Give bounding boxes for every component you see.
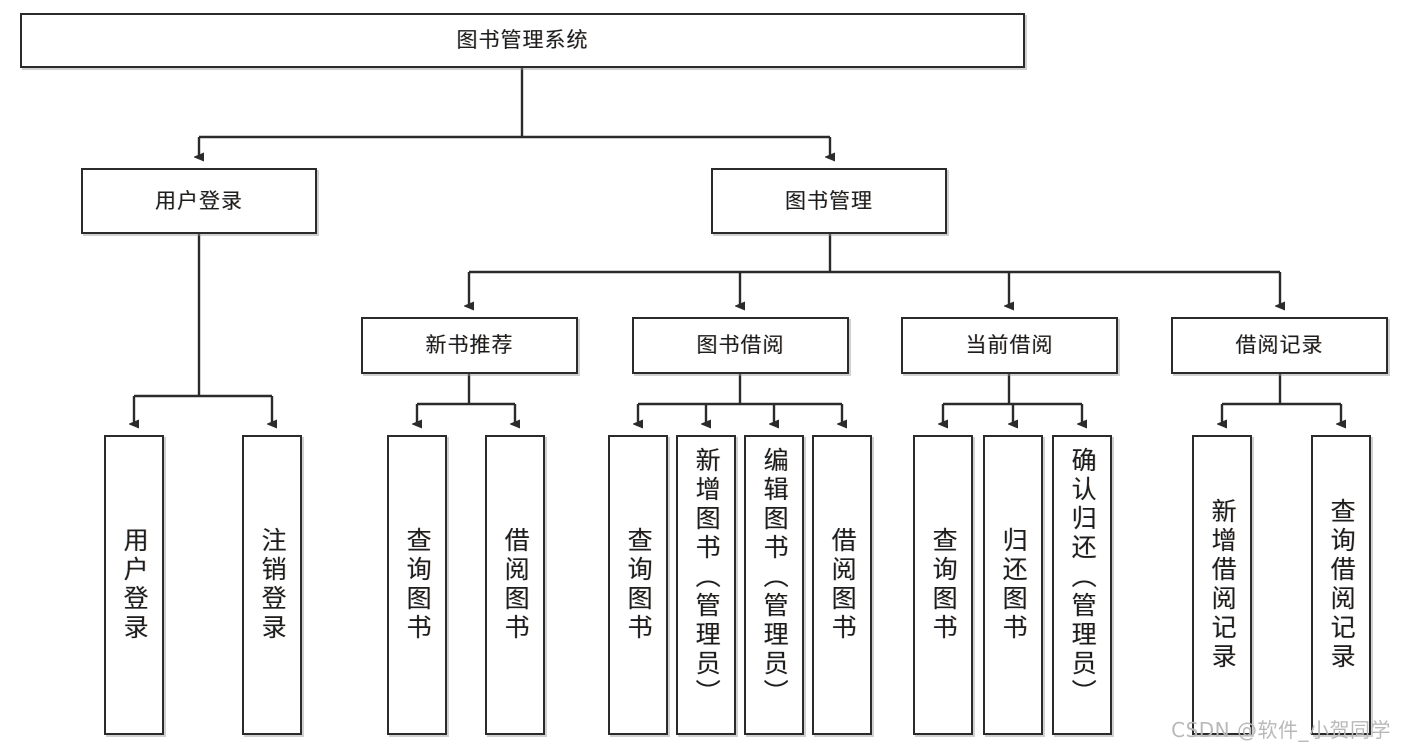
- leaf-query-record-label: 查询借阅记录: [1327, 498, 1357, 672]
- leaf-borrow-book-rec-label: 借阅图书: [501, 527, 531, 643]
- leaf-confirm-return[interactable]: 确认归还（管理员）: [1052, 435, 1112, 735]
- leaf-confirm-return-label: 确认归还（管理员）: [1068, 447, 1098, 708]
- leaf-add-book[interactable]: 新增图书（管理员）: [676, 435, 736, 735]
- node-user-login-label: 用户登录: [155, 188, 243, 213]
- leaf-borrow-book[interactable]: 借阅图书: [812, 435, 872, 735]
- node-root-label: 图书管理系统: [456, 28, 589, 53]
- node-book-manage-label: 图书管理: [785, 188, 873, 213]
- leaf-query-book-current-label: 查询图书: [929, 527, 959, 643]
- leaf-query-book-label: 查询图书: [624, 527, 654, 643]
- leaf-logout[interactable]: 注销登录: [242, 435, 302, 735]
- leaf-return-book-label: 归还图书: [999, 527, 1029, 643]
- node-current-borrow[interactable]: 当前借阅: [901, 317, 1118, 374]
- leaf-user-login[interactable]: 用户登录: [104, 435, 164, 735]
- node-book-borrow-label: 图书借阅: [696, 333, 785, 358]
- watermark-text: CSDN @软件_小贺同学: [1171, 718, 1391, 742]
- node-borrow-record-label: 借阅记录: [1235, 333, 1324, 358]
- leaf-add-record-label: 新增借阅记录: [1208, 498, 1238, 672]
- leaf-logout-label: 注销登录: [258, 527, 288, 643]
- leaf-add-book-label: 新增图书（管理员）: [692, 447, 722, 708]
- leaf-query-book[interactable]: 查询图书: [608, 435, 668, 735]
- node-new-book-recommend[interactable]: 新书推荐: [361, 317, 578, 374]
- node-root[interactable]: 图书管理系统: [20, 13, 1025, 68]
- leaf-add-record[interactable]: 新增借阅记录: [1192, 435, 1252, 735]
- leaf-edit-book[interactable]: 编辑图书（管理员）: [744, 435, 804, 735]
- leaf-borrow-book-rec[interactable]: 借阅图书: [485, 435, 545, 735]
- node-book-borrow[interactable]: 图书借阅: [632, 317, 849, 374]
- node-borrow-record[interactable]: 借阅记录: [1171, 317, 1388, 374]
- leaf-borrow-book-label: 借阅图书: [828, 527, 858, 643]
- node-current-borrow-label: 当前借阅: [965, 333, 1054, 358]
- node-book-manage[interactable]: 图书管理: [711, 168, 947, 234]
- leaf-edit-book-label: 编辑图书（管理员）: [760, 447, 790, 708]
- leaf-query-book-rec[interactable]: 查询图书: [387, 435, 447, 735]
- leaf-query-record[interactable]: 查询借阅记录: [1311, 435, 1371, 735]
- node-new-book-recommend-label: 新书推荐: [425, 333, 514, 358]
- leaf-query-book-current[interactable]: 查询图书: [913, 435, 973, 735]
- leaf-query-book-rec-label: 查询图书: [403, 527, 433, 643]
- node-user-login[interactable]: 用户登录: [81, 168, 317, 234]
- leaf-user-login-label: 用户登录: [120, 527, 150, 643]
- leaf-return-book[interactable]: 归还图书: [983, 435, 1043, 735]
